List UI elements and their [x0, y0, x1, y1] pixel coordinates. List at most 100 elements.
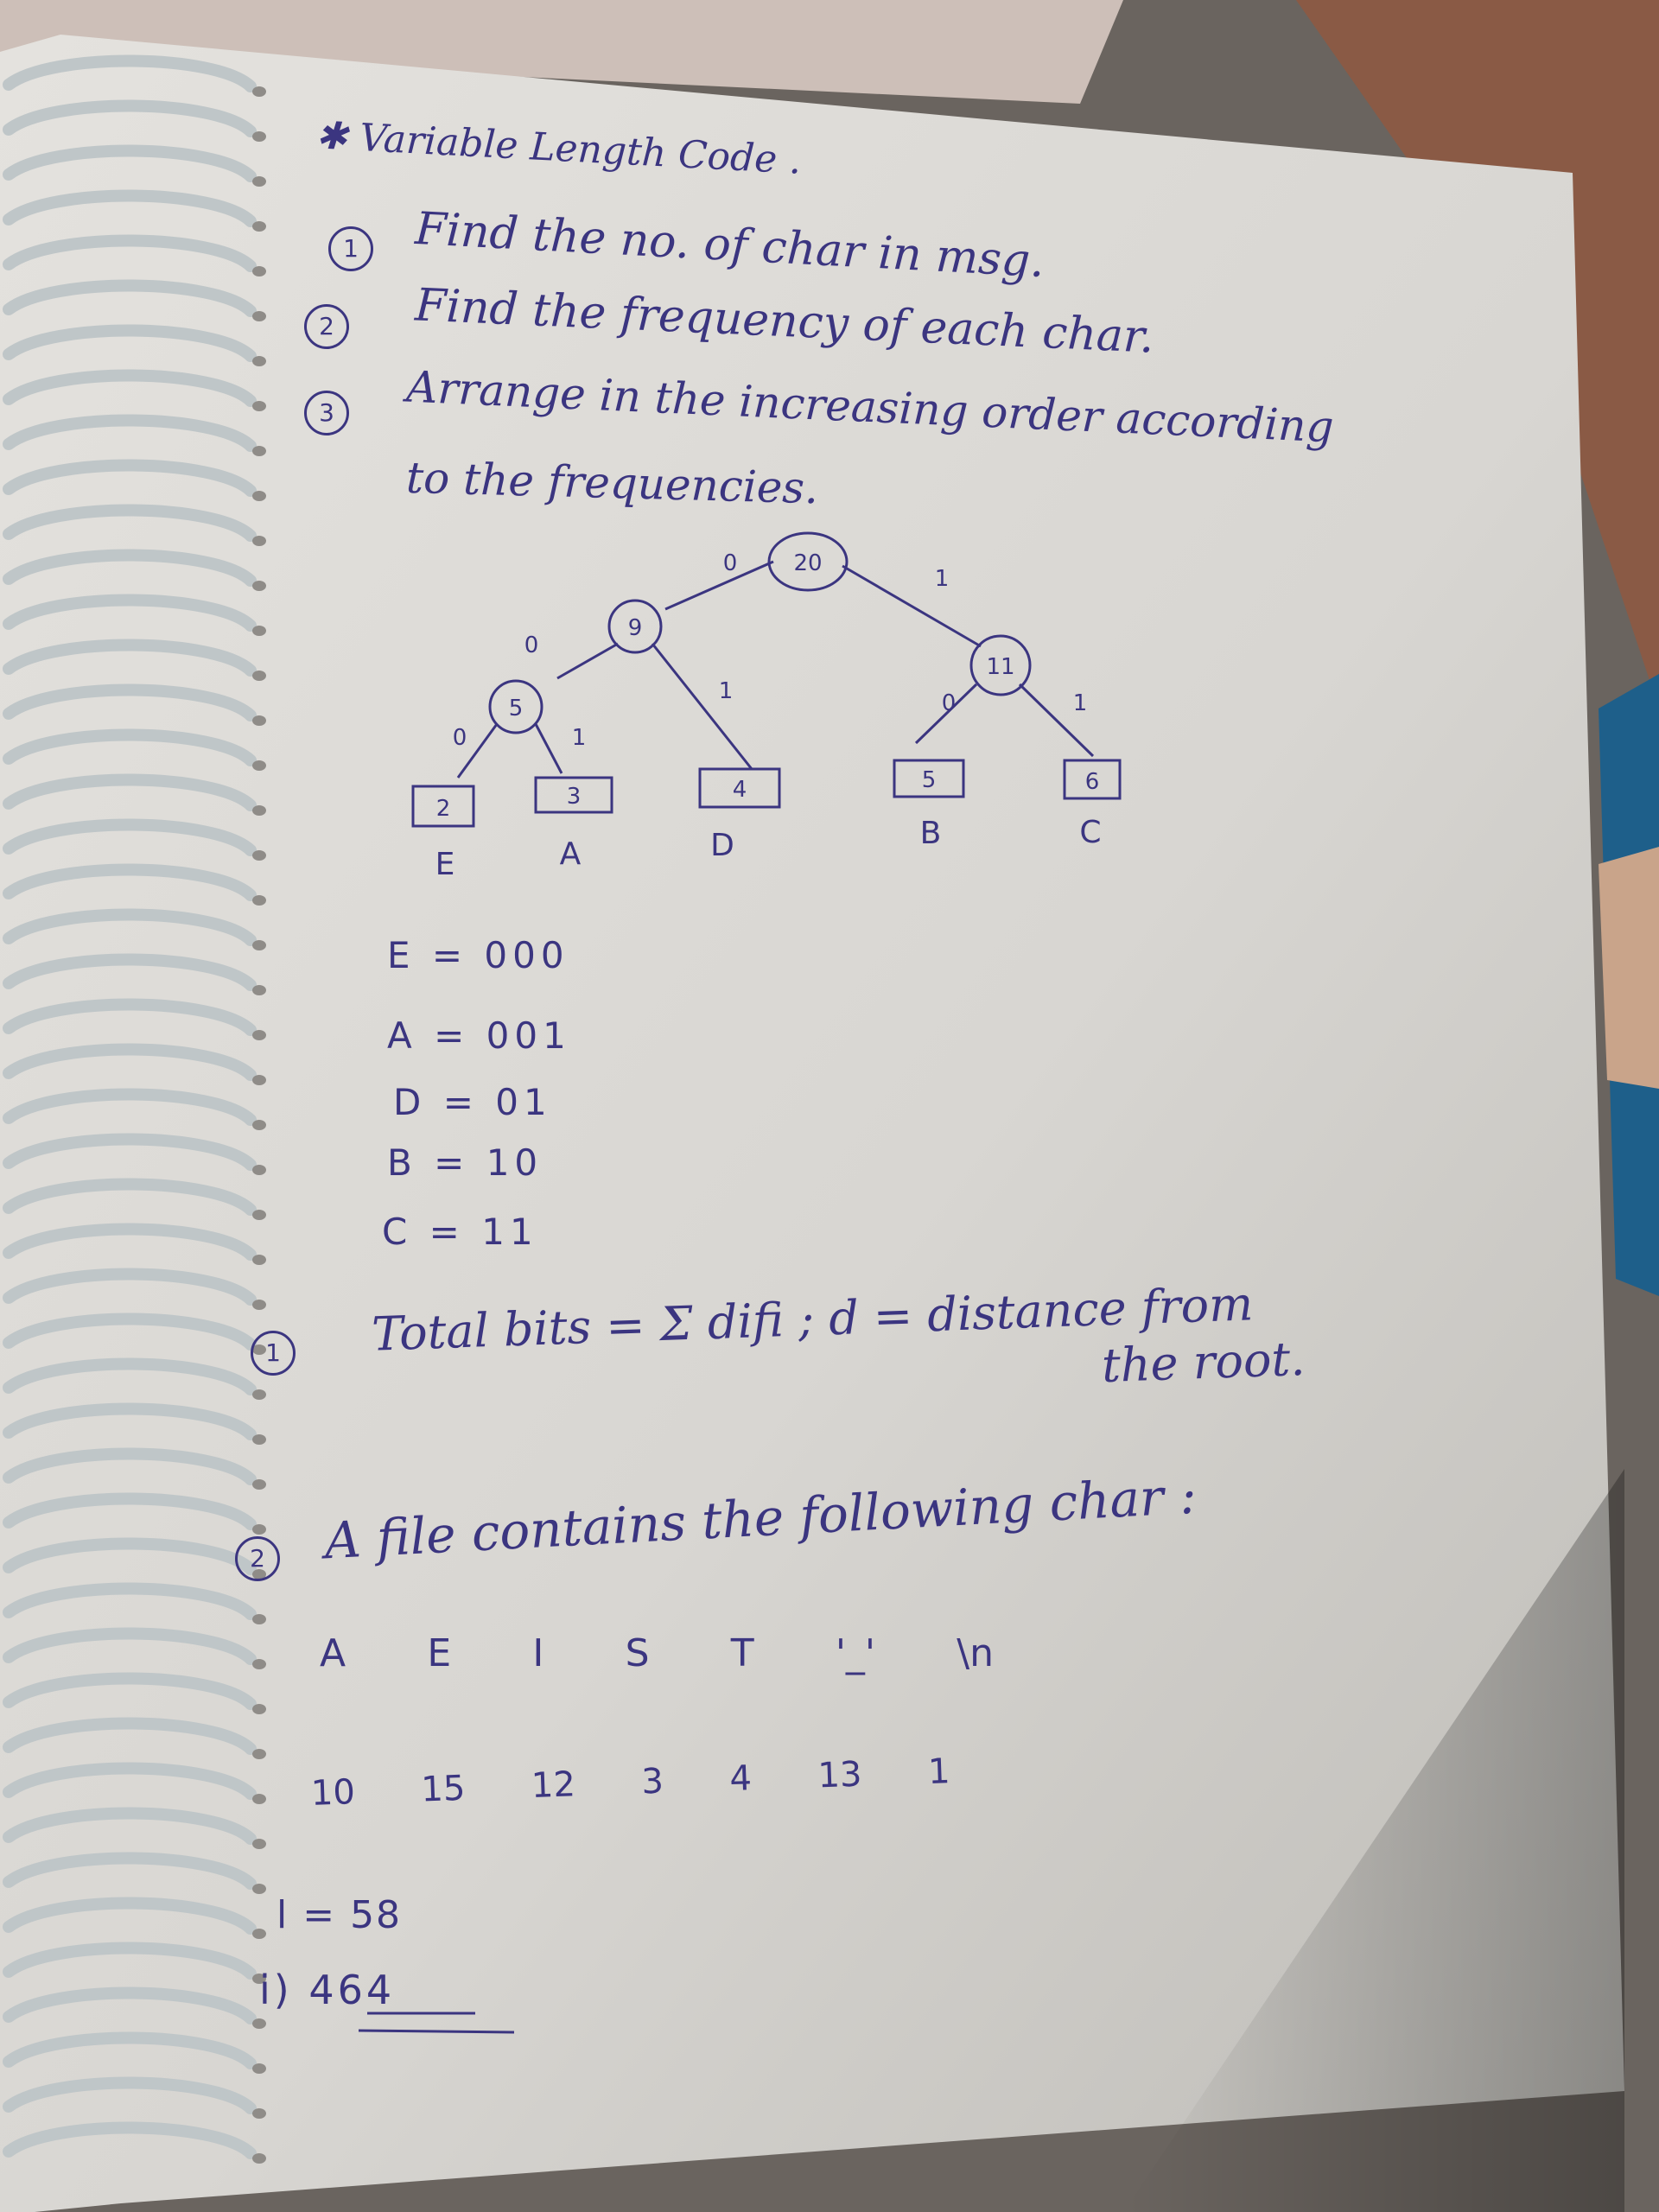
book-cover — [1599, 847, 1659, 1089]
punch-hole — [252, 1165, 266, 1175]
punch-hole — [252, 221, 266, 232]
punch-hole — [252, 356, 266, 366]
spiral-coil — [3, 683, 257, 721]
notebook-page — [0, 35, 1624, 2212]
spiral-coil — [3, 324, 257, 362]
question-number: 2 — [235, 1536, 280, 1581]
edge-label: 1 — [935, 566, 950, 592]
spiral-binding — [3, 54, 266, 2164]
spiral-coil — [3, 1627, 257, 1665]
punch-hole — [252, 671, 266, 681]
punch-hole — [252, 805, 266, 816]
edge-label: 0 — [723, 550, 738, 576]
spiral-coil — [3, 1852, 257, 1890]
step-2-number: 2 — [304, 304, 349, 349]
spiral-coil — [3, 54, 257, 92]
code-a: A = 001 — [387, 1014, 571, 1057]
node-11: 11 — [986, 654, 1014, 680]
punch-hole — [252, 1210, 266, 1220]
punch-hole — [252, 760, 266, 771]
leaf-freq-e: 2 — [436, 796, 451, 822]
punch-hole — [252, 581, 266, 591]
char-item: E — [427, 1631, 452, 1675]
spiral-coil — [3, 1897, 257, 1935]
tree-leaf-freqs: 2 3 4 5 6 — [436, 767, 1100, 822]
formula-note: the root. — [1100, 1331, 1306, 1394]
punch-hole — [252, 1300, 266, 1310]
punch-hole — [252, 86, 266, 97]
leaf-freq-c: 6 — [1085, 769, 1100, 795]
punch-hole — [252, 715, 266, 726]
edge-label: 0 — [453, 725, 467, 751]
punch-hole — [252, 1120, 266, 1130]
punch-hole — [252, 1794, 266, 1804]
punch-hole — [252, 1255, 266, 1265]
punch-hole — [252, 1974, 266, 1984]
spiral-coil — [3, 818, 257, 856]
spiral-coil — [3, 1043, 257, 1081]
leaf-char-d: D — [710, 828, 734, 863]
spiral-coil — [3, 1402, 257, 1440]
spiral-coil — [3, 594, 257, 632]
punch-hole — [252, 2063, 266, 2074]
spiral-coil — [3, 1582, 257, 1620]
freq-item: 4 — [728, 1758, 753, 1799]
punch-hole — [252, 1030, 266, 1040]
leaf-char-c: C — [1079, 815, 1101, 850]
spiral-coil — [3, 414, 257, 452]
punch-hole — [252, 1075, 266, 1085]
freq-item: 1 — [927, 1751, 951, 1792]
code-b: B = 10 — [387, 1141, 543, 1184]
total-length: l = 58 — [276, 1893, 403, 1937]
char-item: T — [730, 1631, 754, 1675]
punch-hole — [252, 446, 266, 456]
spiral-coil — [3, 369, 257, 407]
punch-hole — [252, 311, 266, 321]
edge-label: 1 — [1073, 690, 1088, 716]
char-item: I — [532, 1631, 544, 1675]
spiral-coil — [3, 2031, 257, 2069]
punch-hole — [252, 266, 266, 276]
tree-edges — [358, 560, 1095, 2034]
leaf-char-b: B — [920, 816, 942, 851]
spiral-coil — [3, 773, 257, 811]
char-item: S — [625, 1631, 650, 1675]
code-e: E = 000 — [387, 934, 569, 976]
spiral-coil — [3, 2076, 257, 2114]
pink-sheet — [0, 0, 1123, 104]
spiral-coil — [3, 234, 257, 272]
spiral-coil — [3, 728, 257, 766]
spiral-coil — [3, 1268, 257, 1306]
freq-item: 12 — [531, 1764, 576, 1806]
formula-number: 1 — [251, 1331, 296, 1376]
spiral-coil — [3, 549, 257, 587]
code-c: C = 11 — [382, 1211, 538, 1253]
edge-label: 0 — [942, 690, 957, 716]
punch-hole — [252, 1614, 266, 1624]
punch-hole — [252, 895, 266, 906]
step-3-text-cont: to the frequencies. — [405, 452, 819, 514]
spiral-coil — [3, 1178, 257, 1216]
spiral-coil — [3, 189, 257, 227]
punch-hole — [252, 2153, 266, 2164]
punch-hole — [252, 1704, 266, 1714]
step-1-number: 1 — [328, 226, 373, 271]
tree-internal-labels: 20 9 11 5 — [509, 550, 1015, 721]
spiral-coil — [3, 1986, 257, 2024]
spiral-coil — [3, 459, 257, 497]
freq-item: 3 — [640, 1761, 664, 1802]
node-20: 20 — [793, 550, 822, 576]
tree-edge-labels: 0 1 0 1 0 1 0 1 — [453, 550, 1088, 751]
spiral-coil — [3, 908, 257, 946]
punch-hole — [252, 1659, 266, 1669]
punch-hole — [252, 2108, 266, 2119]
spiral-coil — [3, 1492, 257, 1530]
spiral-coil — [3, 1717, 257, 1755]
punch-hole — [252, 401, 266, 411]
spiral-coil — [3, 639, 257, 677]
spiral-coil — [3, 99, 257, 137]
spiral-coil — [3, 279, 257, 317]
page-shadow — [1123, 1469, 1624, 2212]
punch-hole — [252, 176, 266, 187]
freq-item: 15 — [420, 1768, 467, 1810]
